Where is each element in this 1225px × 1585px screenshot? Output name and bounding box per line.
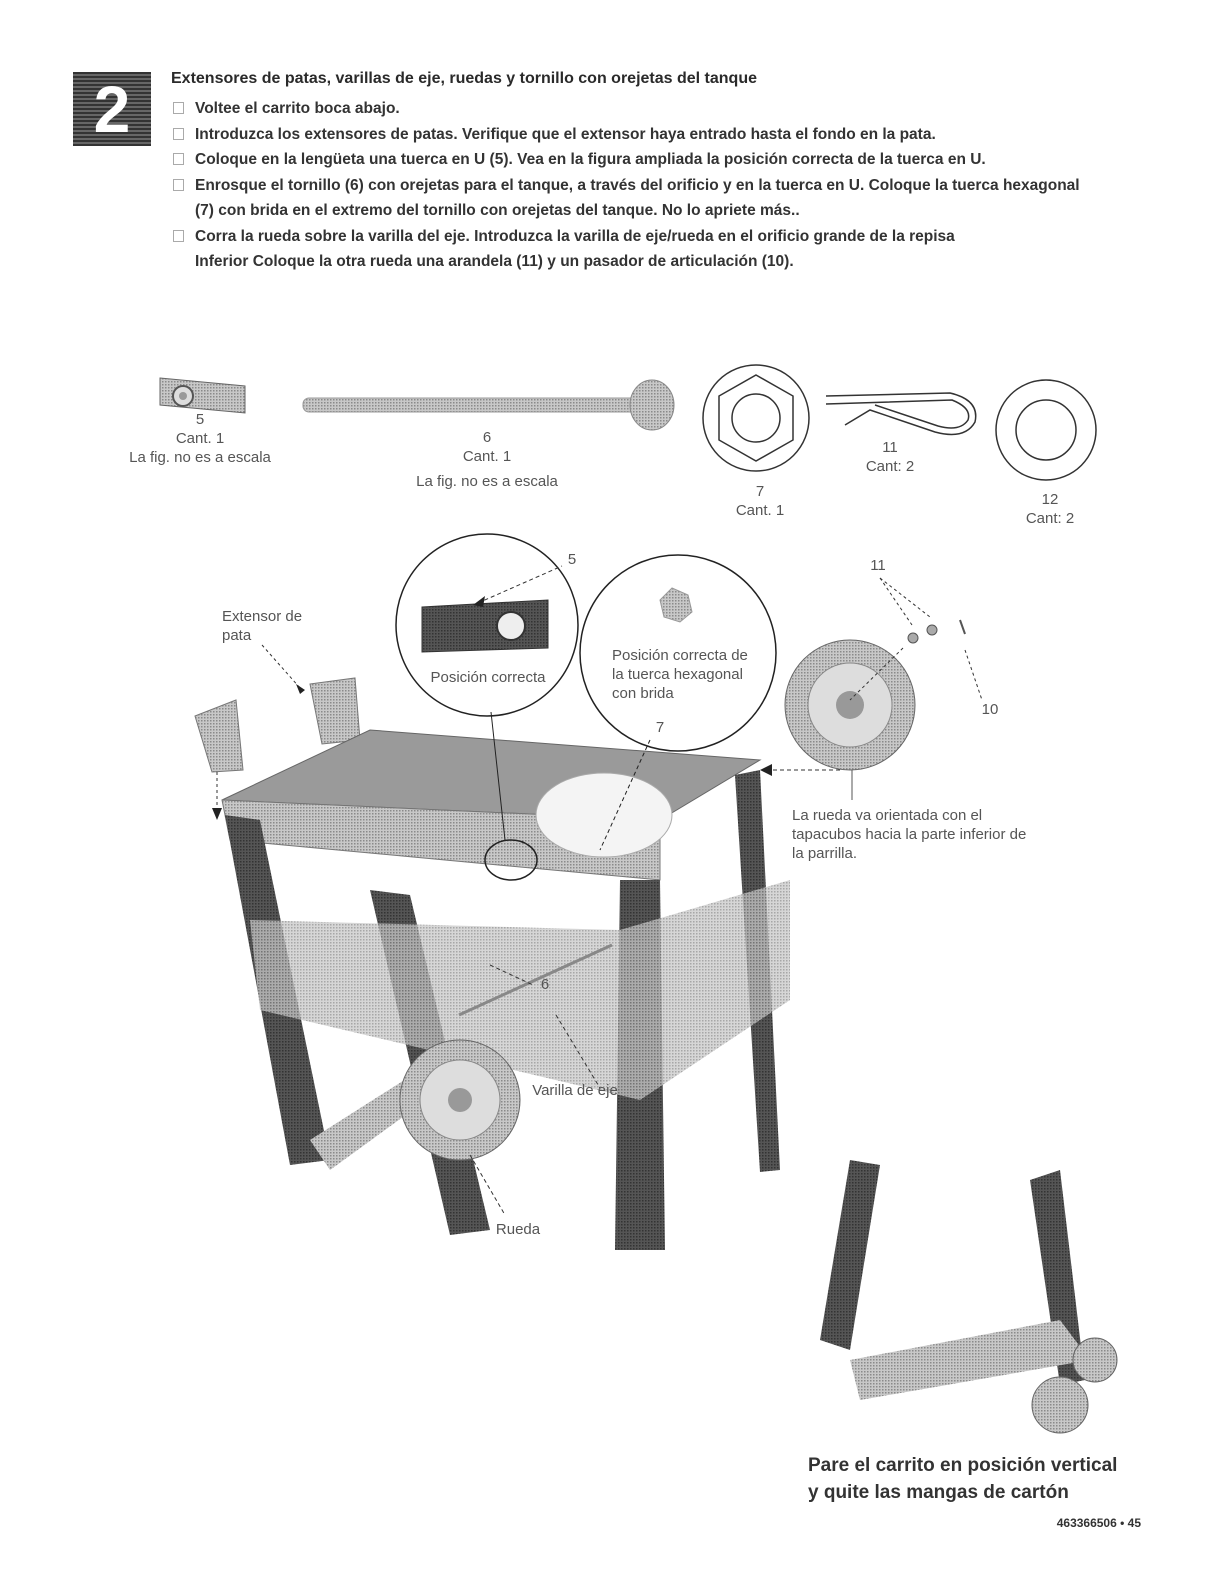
part-5-label: 5 Cant. 1	[175, 411, 225, 447]
tank-bolt-part-icon	[302, 379, 675, 431]
hitch-pin-part-icon	[825, 392, 977, 436]
flange-nut-position-callout: Posición correcta de la tuerca hexagonal…	[612, 647, 748, 702]
step-title: Extensores de patas, varillas de eje, ru…	[171, 70, 757, 87]
part-11-label: 11 Cant: 2	[865, 439, 915, 475]
axle-rod-callout: Varilla de eje	[532, 1082, 618, 1099]
part-5-scale-note: La fig. no es a escala	[129, 449, 271, 466]
instruction-item: Enrosque el tornillo (6) con orejetas pa…	[171, 173, 1171, 224]
instruction-list: Voltee el carrito boca abajo. Introduzca…	[171, 96, 1171, 275]
part-7-label: 7 Cant. 1	[735, 483, 785, 519]
leg-extender-left	[194, 699, 244, 820]
checkbox-icon[interactable]	[173, 102, 184, 114]
instruction-item: Coloque en la lengüeta una tuerca en U (…	[171, 147, 1171, 173]
callout-number-11: 11	[870, 557, 886, 574]
callout-number-7: 7	[655, 719, 665, 736]
checkbox-icon[interactable]	[173, 127, 184, 140]
correct-position-callout: Posición correcta	[430, 669, 546, 686]
wheel-right	[760, 639, 916, 776]
wheel-callout: Rueda	[495, 1221, 541, 1238]
wheel-left	[399, 1039, 521, 1216]
final-instruction: Pare el carrito en posición vertical y q…	[808, 1455, 1118, 1503]
part-6-label: 6 Cant. 1	[462, 429, 512, 465]
u-nut-part-icon	[159, 377, 246, 414]
leg-extender-right	[261, 644, 361, 745]
part-12-label: 12 Cant: 2	[1025, 491, 1075, 527]
zoom-circle-flange-nut	[579, 554, 777, 752]
zoom-circle-u-nut	[395, 533, 579, 717]
callout-number-10: 10	[981, 701, 999, 718]
checkbox-icon[interactable]	[173, 178, 184, 191]
wheel-orientation-note: La rueda va orientada con el tapacubos h…	[792, 807, 1027, 862]
upright-cart-illustration	[820, 1160, 1118, 1434]
instruction-item: Voltee el carrito boca abajo.	[171, 96, 1171, 122]
washer-part-icon	[995, 379, 1097, 481]
step-number-badge: 2	[73, 72, 151, 146]
instruction-item: Introduzca los extensores de patas. Veri…	[171, 122, 1171, 148]
cart-frame	[221, 729, 790, 1250]
checkbox-icon[interactable]	[173, 229, 184, 242]
hex-flange-nut-part-icon	[702, 364, 810, 472]
leg-extender-callout: Extensor de pata	[222, 608, 303, 644]
callout-number-5: 5	[567, 551, 577, 568]
instruction-item: Corra la rueda sobre la varilla del eje.…	[171, 224, 1171, 275]
page-number: 463366506 • 45	[1056, 1516, 1141, 1530]
washer-and-pin-callout	[849, 577, 983, 701]
part-6-scale-note: La fig. no es a escala	[416, 473, 558, 490]
callout-number-6: 6	[540, 976, 550, 993]
checkbox-icon[interactable]	[173, 153, 184, 165]
